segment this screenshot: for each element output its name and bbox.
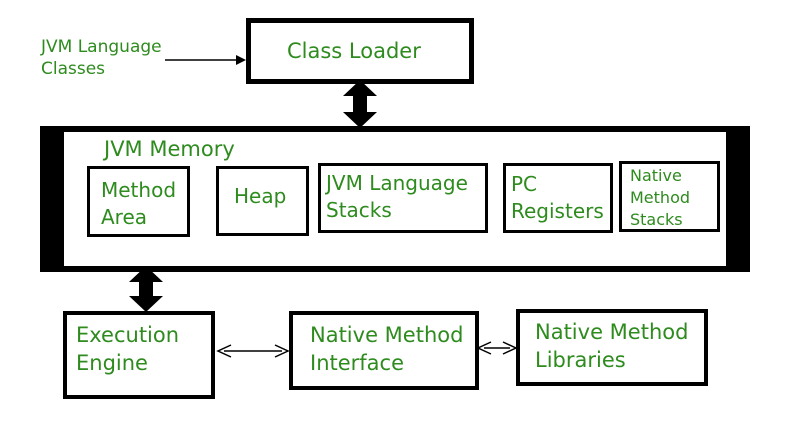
input-label-line1: JVM Language — [41, 37, 162, 57]
native-libraries-label: Native Method Libraries — [535, 318, 688, 374]
pc-registers-line1: PC — [511, 172, 538, 196]
native-stacks-line3: Stacks — [630, 210, 683, 229]
native-stacks-line1: Native — [630, 166, 682, 185]
execution-engine-label: Execution Engine — [76, 321, 179, 377]
execution-engine-line1: Execution — [76, 323, 180, 347]
native-interface-label: Native Method Interface — [310, 321, 463, 377]
input-label: JVM Language Classes — [41, 36, 162, 80]
class-loader-box: Class Loader — [246, 18, 474, 84]
method-area-label: Method Area — [101, 177, 176, 231]
native-interface-line1: Native Method — [310, 323, 464, 347]
native-libraries-line2: Libraries — [535, 348, 626, 372]
native-stacks-line2: Method — [630, 188, 691, 207]
input-label-line2: Classes — [41, 59, 106, 79]
native-interface-box: Native Method Interface — [289, 311, 479, 390]
language-stacks-line2: Stacks — [326, 198, 392, 222]
native-interface-line2: Interface — [310, 351, 405, 375]
pc-registers-label: PC Registers — [511, 171, 604, 225]
classloader-memory-arrow — [343, 80, 377, 128]
pc-registers-box: PC Registers — [503, 163, 613, 233]
method-area-line2: Area — [101, 205, 148, 229]
language-stacks-label: JVM Language Stacks — [326, 170, 468, 224]
native-stacks-box: Native Method Stacks — [619, 161, 720, 232]
language-stacks-line1: JVM Language — [326, 171, 468, 195]
native-stacks-label: Native Method Stacks — [630, 165, 690, 231]
native-libraries-box: Native Method Libraries — [516, 309, 708, 386]
interface-libraries-arrow — [476, 341, 518, 355]
pc-registers-line2: Registers — [511, 199, 604, 223]
execution-engine-box: Execution Engine — [63, 311, 215, 399]
execution-engine-line2: Engine — [76, 351, 148, 375]
engine-interface-arrow — [216, 344, 290, 358]
method-area-line1: Method — [101, 178, 177, 202]
native-libraries-line1: Native Method — [535, 320, 689, 344]
method-area-box: Method Area — [87, 166, 190, 237]
class-loader-label: Class Loader — [287, 39, 421, 63]
input-arrowhead — [236, 55, 246, 65]
language-stacks-box: JVM Language Stacks — [318, 163, 488, 233]
memory-engine-arrow — [129, 266, 163, 312]
heap-box: Heap — [216, 166, 309, 236]
heap-label: Heap — [234, 184, 287, 208]
jvm-memory-title: JVM Memory — [104, 137, 235, 161]
